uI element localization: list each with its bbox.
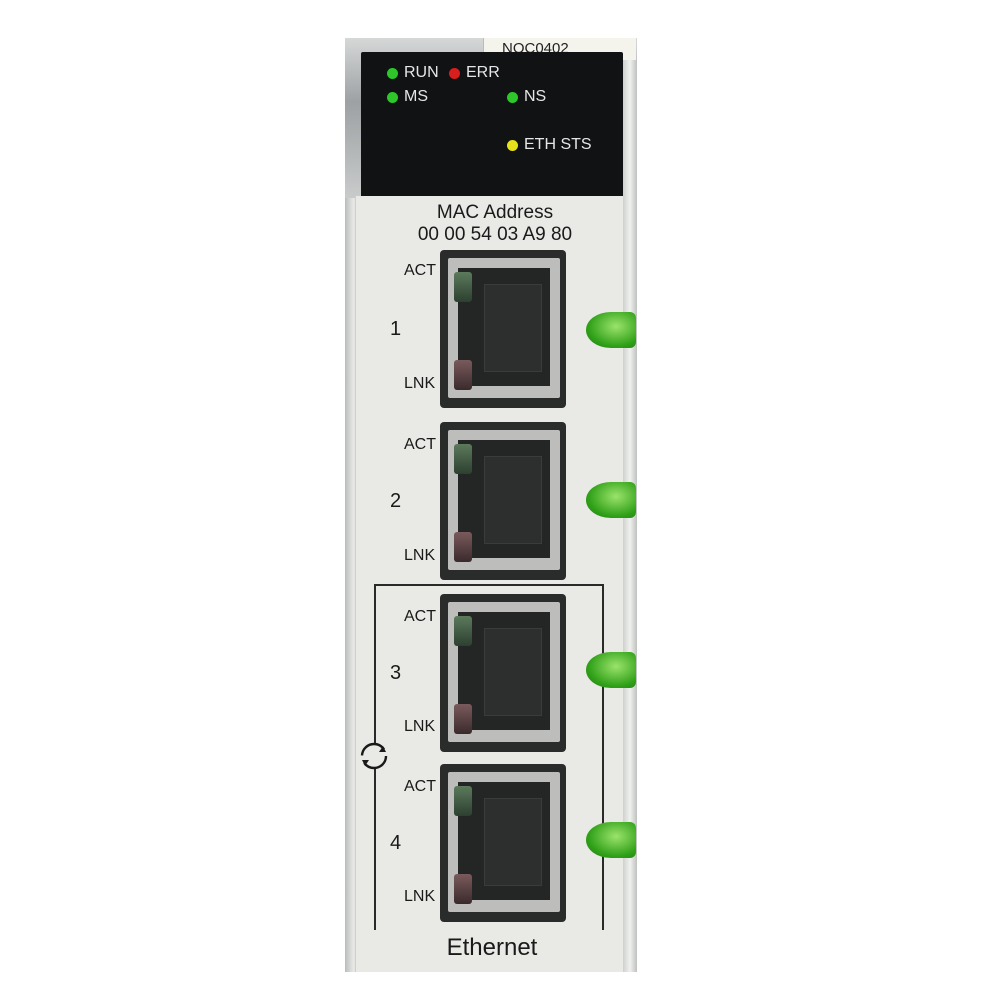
port-1-number: 1 [390, 318, 402, 340]
led-eth-sts: ETH STS [507, 136, 592, 154]
port-4-contacts [484, 798, 542, 886]
port-3-socket [454, 612, 550, 734]
port-3-act-led [454, 616, 472, 646]
led-run-label: RUN [404, 64, 439, 81]
port-2-lnk-label: LNK [404, 547, 436, 564]
ethernet-port-2[interactable] [440, 422, 566, 580]
port-3-latch[interactable] [586, 652, 636, 688]
led-ms-label: MS [404, 88, 428, 105]
port-3-lnk-led [454, 704, 472, 734]
port-1-latch[interactable] [586, 312, 636, 348]
port-4-lnk-led [454, 874, 472, 904]
led-err-label: ERR [466, 64, 500, 81]
ethernet-port-4[interactable] [440, 764, 566, 922]
ring-redundancy-icon [360, 742, 388, 770]
led-run: RUN [387, 64, 439, 82]
port-1-lnk-label: LNK [404, 375, 436, 392]
led-ns-label: NS [524, 88, 547, 105]
ethernet-port-1[interactable] [440, 250, 566, 408]
port-3-lnk-label: LNK [404, 718, 436, 735]
led-err-indicator [449, 67, 460, 79]
led-ms: MS [387, 88, 428, 106]
port-2-act-led [454, 444, 472, 474]
port-2-socket [454, 440, 550, 562]
led-ns: NS [507, 88, 546, 106]
port-4-act-led [454, 786, 472, 816]
port-4-lnk-label: LNK [404, 888, 436, 905]
port-1-act-led [454, 272, 472, 302]
port-4-frame [448, 772, 560, 912]
port-3-act-label: ACT [404, 608, 436, 625]
port-4-act-label: ACT [404, 778, 436, 795]
port-1-lnk-led [454, 360, 472, 390]
port-3-contacts [484, 628, 542, 716]
mac-address-value: 00 00 54 03 A9 80 [417, 224, 573, 245]
led-ns-indicator [507, 91, 518, 103]
port-2-act-label: ACT [404, 436, 436, 453]
led-err: ERR [449, 64, 500, 82]
status-led-panel: RUN ERR MS NS ETH STS [361, 52, 623, 200]
led-run-indicator [387, 67, 398, 79]
port-2-frame [448, 430, 560, 570]
led-eth-sts-label: ETH STS [524, 136, 592, 153]
port-1-socket [454, 268, 550, 390]
port-3-number: 3 [390, 662, 402, 684]
port-3-frame [448, 602, 560, 742]
ethernet-footer-label: Ethernet [446, 934, 538, 961]
port-1-act-label: ACT [404, 262, 436, 279]
port-2-number: 2 [390, 490, 402, 512]
port-2-contacts [484, 456, 542, 544]
port-1-frame [448, 258, 560, 398]
port-2-lnk-led [454, 532, 472, 562]
mac-address-title: MAC Address [436, 202, 554, 223]
port-4-socket [454, 782, 550, 904]
port-1-contacts [484, 284, 542, 372]
port-4-number: 4 [390, 832, 402, 854]
port-4-latch[interactable] [586, 822, 636, 858]
led-eth-sts-indicator [507, 139, 518, 151]
port-2-latch[interactable] [586, 482, 636, 518]
ethernet-port-3[interactable] [440, 594, 566, 752]
led-ms-indicator [387, 91, 398, 103]
